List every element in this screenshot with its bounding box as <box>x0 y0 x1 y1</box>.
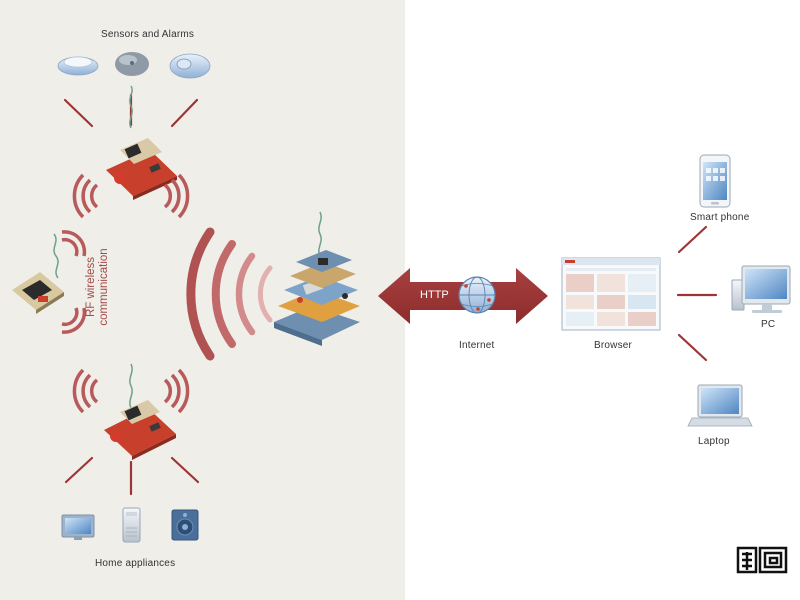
rf-module-top <box>106 85 177 200</box>
smart-phone-label: Smart phone <box>690 212 750 223</box>
wave-arcs-bottom-module <box>72 368 190 414</box>
smart-phone-icon <box>699 154 731 208</box>
http-label: HTTP <box>420 289 449 301</box>
sensor-disc-icon <box>57 56 99 76</box>
internet-label: Internet <box>459 340 495 351</box>
air-conditioner-icon <box>122 507 141 543</box>
laptop-label: Laptop <box>698 436 730 447</box>
logo-seal <box>736 546 788 574</box>
sensor-dome-icon <box>115 52 149 76</box>
home-appliances-label: Home appliances <box>95 558 176 569</box>
laptop-icon <box>687 384 753 427</box>
rf-label-line2: communication <box>98 248 110 326</box>
sensors-label: Sensors and Alarms <box>101 29 195 40</box>
sensor-connector-lines <box>63 93 199 128</box>
pc-label: PC <box>761 319 776 330</box>
speaker-icon <box>171 509 199 541</box>
appliance-connector-lines <box>64 456 200 496</box>
rf-communication-label: RF wireless communication <box>85 227 111 347</box>
rf-module-bottom <box>104 363 176 460</box>
wave-arcs-top-module <box>72 173 190 219</box>
wave-arcs-left-module <box>61 230 87 334</box>
browser-window-icon <box>561 257 661 331</box>
wave-arcs-gateway <box>186 227 273 361</box>
monitor-icon <box>731 265 791 313</box>
browser-label: Browser <box>594 340 633 351</box>
globe-icon <box>458 276 496 314</box>
sensor-alarm-icon <box>169 53 211 79</box>
tv-icon <box>61 514 95 540</box>
client-connector-lines <box>676 225 718 362</box>
rf-module-left <box>12 233 64 314</box>
rf-label-line1: RF wireless <box>85 256 97 318</box>
gateway-stack-icon <box>274 211 360 346</box>
